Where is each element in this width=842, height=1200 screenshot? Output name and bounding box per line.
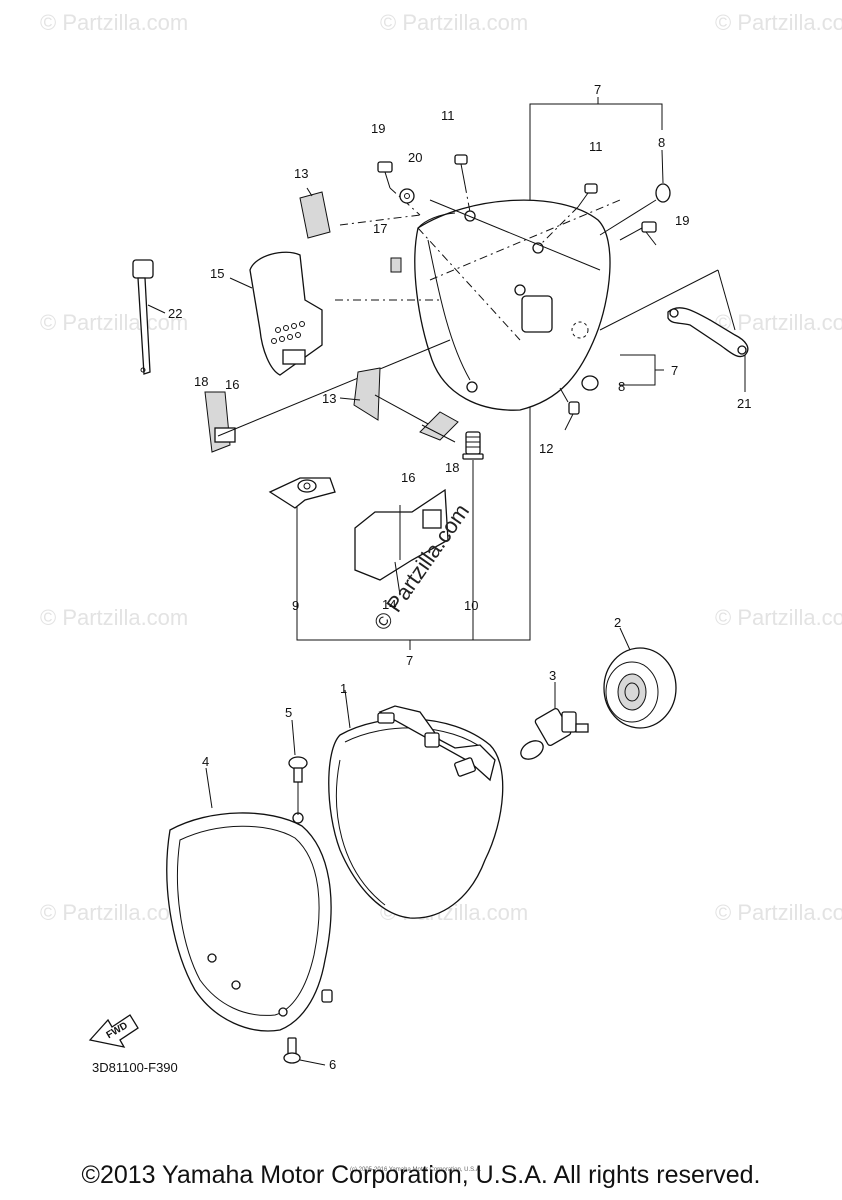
watermark: © Partzilla.com [715,900,842,925]
callout-16-mid: 16 [401,470,415,485]
bracket-21 [599,269,749,392]
watermark: © Partzilla.com [380,10,528,35]
pads [204,187,459,596]
watermark: © Partzilla.com [40,310,188,335]
callout-12: 12 [539,441,553,456]
bulb-socket-2 [603,627,677,729]
callout-7-bottom: 7 [406,653,413,668]
callout-14: 14 [382,597,396,612]
callout-19-right: 19 [675,213,689,228]
callout-11-right: 11 [589,139,603,154]
callout-7-top: 7 [594,82,601,97]
callout-11-left: 11 [441,108,455,123]
screw-6 [283,1037,326,1066]
callout-19-left: 19 [371,121,385,136]
cable-tie-22 [132,259,166,375]
grommet-8b [581,375,599,391]
screw-12 [559,387,580,431]
assembly-7-brackets [296,97,664,650]
watermark: © Partzilla.com [715,10,842,35]
callout-15: 15 [210,266,224,281]
bolt-11b [539,183,598,246]
nut-plate-9 [268,477,336,509]
bolt-11a [454,154,471,213]
headlight-housing [339,199,621,411]
bolt-19a [377,161,421,216]
watermark: © Partzilla.com [715,310,842,335]
callout-18-mid: 18 [445,460,459,475]
callout-9: 9 [292,598,299,613]
watermark: © Partzilla.com [40,900,188,925]
watermark: © Partzilla.com [40,605,188,630]
diagram-code: 3D81100-F390 [92,1060,178,1075]
fwd-arrow-icon: FWD [88,1014,139,1048]
headlight-unit-1 [328,689,504,919]
grommet-8a [599,149,671,236]
callout-3: 3 [549,668,556,683]
callout-2: 2 [614,615,621,630]
watermark: © Partzilla.com [715,605,842,630]
callout-4: 4 [202,754,209,769]
callout-5: 5 [285,705,292,720]
callout-13-mid: 13 [322,391,336,406]
callout-7-right: 7 [671,363,678,378]
pad-15-holes [271,321,306,365]
callout-17: 17 [373,221,387,236]
callouts: 1 2 3 4 5 6 7 7 7 8 8 9 10 11 11 12 13 1… [168,82,751,1072]
callout-8-right: 8 [618,379,625,394]
callout-21: 21 [737,396,751,411]
bolt-10 [462,431,484,460]
callout-8-top: 8 [658,135,665,150]
callout-6: 6 [329,1057,336,1072]
small-copyright: (c) 2005-2016 Yamaha Motor Corporation, … [350,1167,482,1173]
callout-18-left: 18 [194,374,208,389]
watermark: © Partzilla.com [40,10,188,35]
fasteners [268,149,671,509]
copyright-footer: ©2013 Yamaha Motor Corporation, U.S.A. A… [81,1161,761,1189]
callout-20: 20 [408,150,422,165]
callout-16-left: 16 [225,377,239,392]
headlight-rim-4 [166,767,333,1032]
bulb-3 [520,682,589,760]
callout-13-top: 13 [294,166,308,181]
screw-5 [288,719,308,815]
washer-20 [399,188,415,204]
callout-1: 1 [340,681,347,696]
callout-22: 22 [168,306,182,321]
callout-10: 10 [464,598,478,613]
bolt-19b [619,221,657,246]
